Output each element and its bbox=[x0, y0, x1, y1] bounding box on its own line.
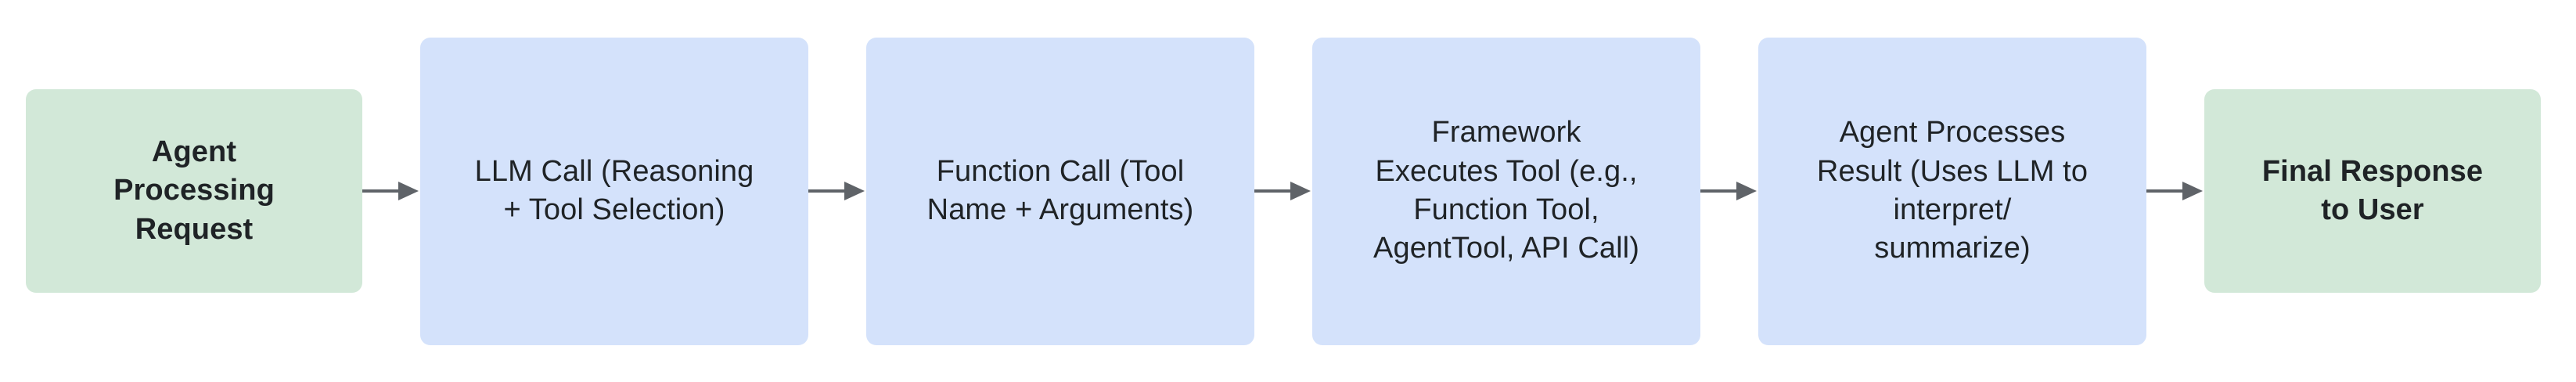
node-label: Agent Processing Request bbox=[113, 135, 275, 246]
node-label: Function Call (Tool Name + Arguments) bbox=[926, 154, 1194, 226]
node-agent-processes-result[interactable]: Agent Processes Result (Uses LLM to inte… bbox=[1758, 37, 2146, 345]
node-llm-call[interactable]: LLM Call (Reasoning + Tool Selection) bbox=[420, 37, 808, 345]
arrow-agent-processing-request-to-llm-call bbox=[362, 177, 420, 205]
node-framework-executes-tool[interactable]: Framework Executes Tool (e.g., Function … bbox=[1312, 37, 1700, 345]
node-label: Agent Processes Result (Uses LLM to inte… bbox=[1816, 116, 2089, 265]
arrow-llm-call-to-function-call bbox=[808, 177, 866, 205]
node-function-call[interactable]: Function Call (Tool Name + Arguments) bbox=[866, 37, 1254, 345]
node-label: Framework Executes Tool (e.g., Function … bbox=[1373, 116, 1639, 265]
arrow-agent-processes-result-to-final-response bbox=[2146, 177, 2204, 205]
node-label: Final Response to User bbox=[2261, 154, 2484, 226]
node-label: LLM Call (Reasoning + Tool Selection) bbox=[474, 154, 754, 226]
node-final-response-to-user[interactable]: Final Response to User bbox=[2204, 89, 2541, 293]
node-agent-processing-request[interactable]: Agent Processing Request bbox=[26, 89, 362, 293]
arrow-framework-executes-tool-to-agent-processes-result bbox=[1700, 177, 1758, 205]
left-margin-spacer bbox=[0, 191, 26, 192]
arrow-function-call-to-framework-executes-tool bbox=[1254, 177, 1312, 205]
right-margin-spacer bbox=[2541, 191, 2567, 192]
